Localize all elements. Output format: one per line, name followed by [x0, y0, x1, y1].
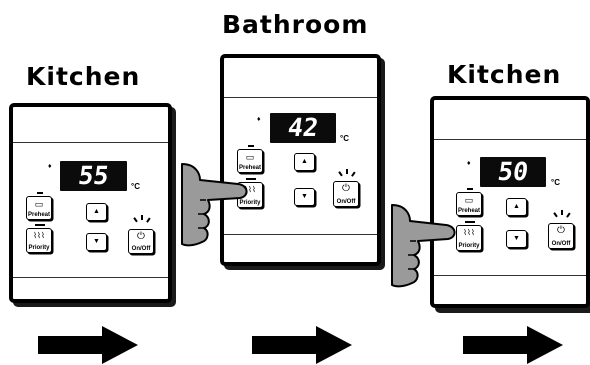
- onoff-glow-ray: [561, 210, 563, 215]
- panel-3-temperature-display: 50: [480, 157, 546, 187]
- panel-1-top-divider: [13, 142, 168, 143]
- panel-1-temperature-value: 55: [58, 161, 129, 191]
- pointing-hand-icon: [388, 203, 470, 291]
- power-icon: ⏻: [549, 225, 573, 236]
- onoff-glow-ray: [141, 215, 143, 220]
- triangle-up-icon: ▲: [507, 203, 526, 210]
- priority-indicator: [31, 224, 49, 226]
- preheat-button[interactable]: ▭ Preheat: [26, 196, 52, 220]
- panel-3-unit: °C: [551, 178, 560, 187]
- panel-1-title: Kitchen: [26, 62, 140, 91]
- onoff-button[interactable]: ⏻ On/Off: [333, 181, 359, 207]
- onoff-button[interactable]: ⏻ On/Off: [128, 229, 154, 254]
- onoff-glow-ray: [553, 212, 557, 217]
- onoff-glow-ray: [338, 171, 342, 176]
- onoff-glow-ray: [566, 212, 570, 217]
- panel-2-top-divider: [224, 97, 377, 98]
- power-icon: ⏻: [129, 231, 153, 242]
- onoff-glow-ray: [351, 171, 355, 176]
- temperature-down-button[interactable]: ▼: [506, 230, 527, 248]
- preheat-indicator: [248, 145, 254, 147]
- panel-1-unit: °C: [131, 182, 140, 191]
- onoff-glow-ray: [346, 169, 348, 174]
- preheat-indicator: [467, 188, 473, 190]
- flame-icon: ♦: [257, 116, 261, 123]
- right-arrow-icon: [252, 326, 354, 364]
- triangle-down-icon: ▼: [87, 238, 106, 245]
- panel-3-temperature-value: 50: [478, 157, 548, 187]
- right-arrow-icon: [38, 326, 140, 364]
- preheat-label: Preheat: [27, 211, 51, 219]
- panel-1-controller: ♦ 55 °C ▭ Preheat ⌇⌇⌇ Priority ▲ ▼ ⏻ On/…: [9, 103, 172, 303]
- panel-2-temperature-value: 42: [268, 113, 338, 143]
- priority-button[interactable]: ⌇⌇⌇ Priority: [26, 228, 52, 253]
- priority-label: Priority: [27, 244, 51, 252]
- triangle-down-icon: ▼: [507, 235, 526, 242]
- panel-1-temperature-display: 55: [60, 161, 127, 191]
- flame-icon: ♦: [48, 163, 52, 170]
- power-icon: ⏻: [334, 183, 358, 194]
- flame-icon: ♦: [467, 160, 471, 167]
- onoff-label: On/Off: [549, 240, 573, 248]
- triangle-up-icon: ▲: [295, 158, 314, 165]
- shower-icon: ⌇⌇⌇: [27, 231, 51, 240]
- panel-2-unit: °C: [340, 134, 349, 143]
- temperature-up-button[interactable]: ▲: [86, 203, 107, 221]
- onoff-glow-ray: [146, 217, 150, 222]
- triangle-down-icon: ▼: [295, 193, 314, 200]
- triangle-up-icon: ▲: [87, 208, 106, 215]
- temperature-down-button[interactable]: ▼: [294, 188, 315, 206]
- panel-1-bottom-divider: [13, 277, 168, 278]
- pointing-hand-icon: [178, 162, 263, 252]
- panel-2-temperature-display: 42: [270, 113, 336, 143]
- panel-3-title: Kitchen: [447, 60, 561, 89]
- onoff-button[interactable]: ⏻ On/Off: [548, 223, 574, 249]
- onoff-label: On/Off: [129, 245, 153, 253]
- onoff-glow-ray: [133, 217, 137, 222]
- panel-2-title: Bathroom: [222, 10, 368, 39]
- right-arrow-icon: [463, 326, 565, 364]
- onoff-label: On/Off: [334, 198, 358, 206]
- preheat-indicator: [37, 192, 43, 194]
- temperature-up-button[interactable]: ▲: [294, 153, 315, 171]
- panel-3-top-divider: [434, 139, 586, 140]
- temperature-down-button[interactable]: ▼: [86, 233, 107, 251]
- preheat-icon: ▭: [27, 199, 51, 210]
- temperature-up-button[interactable]: ▲: [506, 198, 527, 216]
